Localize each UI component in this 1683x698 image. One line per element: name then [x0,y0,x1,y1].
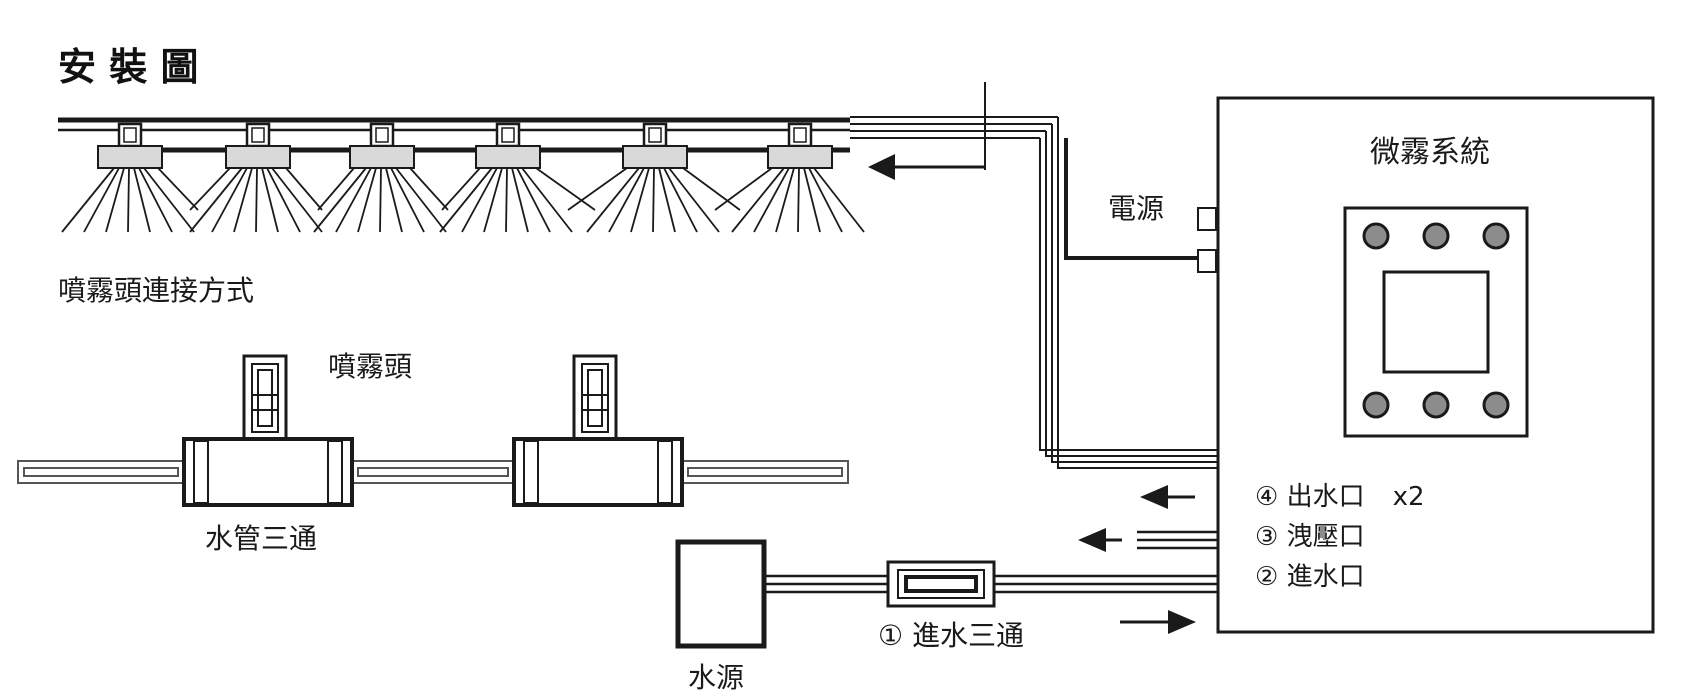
spray-fan [439,167,628,233]
port-dot [1482,391,1510,419]
outlet-arrow [1140,485,1195,509]
spray-fan [61,167,231,233]
overhead-pipe [58,82,1058,170]
pump-panel [1343,206,1529,438]
vertical-pipe-bundle [1039,117,1218,469]
nozzle [189,122,355,233]
diagram-title: 安 裝 圖 [58,44,198,89]
power-line [1064,138,1217,273]
port-label-relief: ③ 洩壓口 [1255,522,1365,552]
nozzle [586,122,773,233]
port-label-inlet: ② 進水口 [1255,562,1365,592]
nozzle [731,122,865,233]
detail-thin-pipe [17,460,849,484]
mist-nozzles [61,122,865,233]
detail-pipe-tees [182,354,684,507]
port-dot [1422,222,1450,250]
spray-fan [586,167,773,233]
system-label: 微霧系統 [1370,135,1490,170]
port-dot [1362,222,1390,250]
detail-tee [512,354,684,507]
pipe-tee-label: 水管三通 [205,522,317,555]
power-label: 電源 [1108,192,1164,225]
power-socket-2 [1197,249,1217,273]
port-dot [1422,391,1450,419]
spray-fan [189,167,355,233]
port-dot [1482,222,1510,250]
inlet-tee-label: ① 進水三通 [878,619,1024,652]
water-source-box [675,539,767,649]
spray-fan [731,167,865,233]
spray-fan [313,167,481,233]
nozzle [61,122,231,233]
relief-arrow [1078,528,1218,552]
port-dots [1362,222,1510,419]
inlet-tee [886,560,996,608]
detail-tee [182,354,354,507]
nozzle [439,122,628,233]
overhead-flow-arrow [868,154,985,180]
connection-method-label: 噴霧頭連接方式 [58,274,254,307]
inlet-arrow [1120,610,1196,634]
water-source-label: 水源 [688,661,744,694]
nozzle [313,122,481,233]
mist-system-box [1216,96,1655,634]
power-socket-1 [1197,207,1217,231]
nozzle-label: 噴霧頭 [328,350,412,383]
port-dot [1362,391,1390,419]
